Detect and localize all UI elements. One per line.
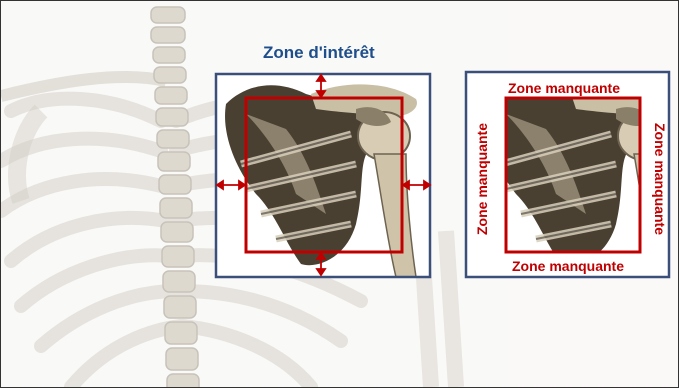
missing-zone-right-label: Zone manquante	[652, 123, 668, 235]
roi-shoulder-image	[216, 74, 430, 277]
missing-zone-left-label: Zone manquante	[474, 123, 490, 235]
zone-interest-title: Zone d'intérêt	[263, 43, 375, 63]
missing-zone-top-label: Zone manquante	[508, 80, 620, 96]
missing-zone-bottom-label: Zone manquante	[512, 258, 624, 274]
